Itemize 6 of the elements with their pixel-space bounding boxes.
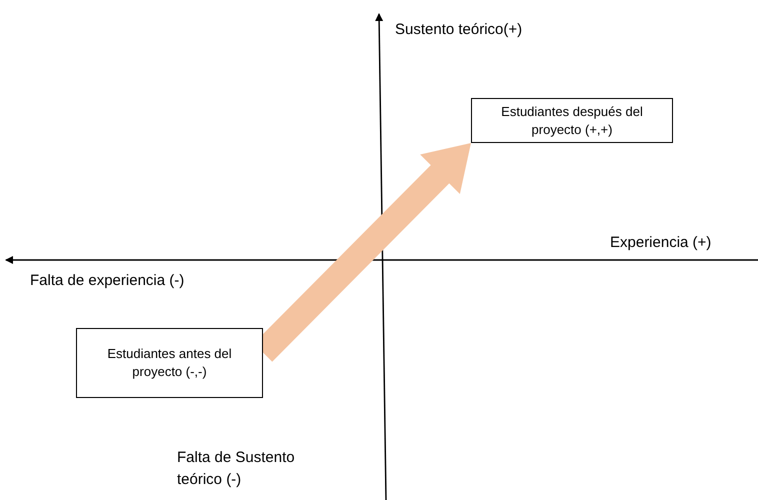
axis-label: Experiencia (+) — [610, 233, 712, 253]
axis-label: Sustento teórico(+) — [395, 20, 522, 40]
axis-label: Falta de Sustento teórico (-) — [177, 448, 296, 490]
text-box: Estudiantes antes del proyecto (-,-) — [76, 328, 263, 398]
text-box: Estudiantes después del proyecto (+,+) — [471, 98, 673, 143]
axis-label: Falta de experiencia (-) — [30, 271, 184, 291]
